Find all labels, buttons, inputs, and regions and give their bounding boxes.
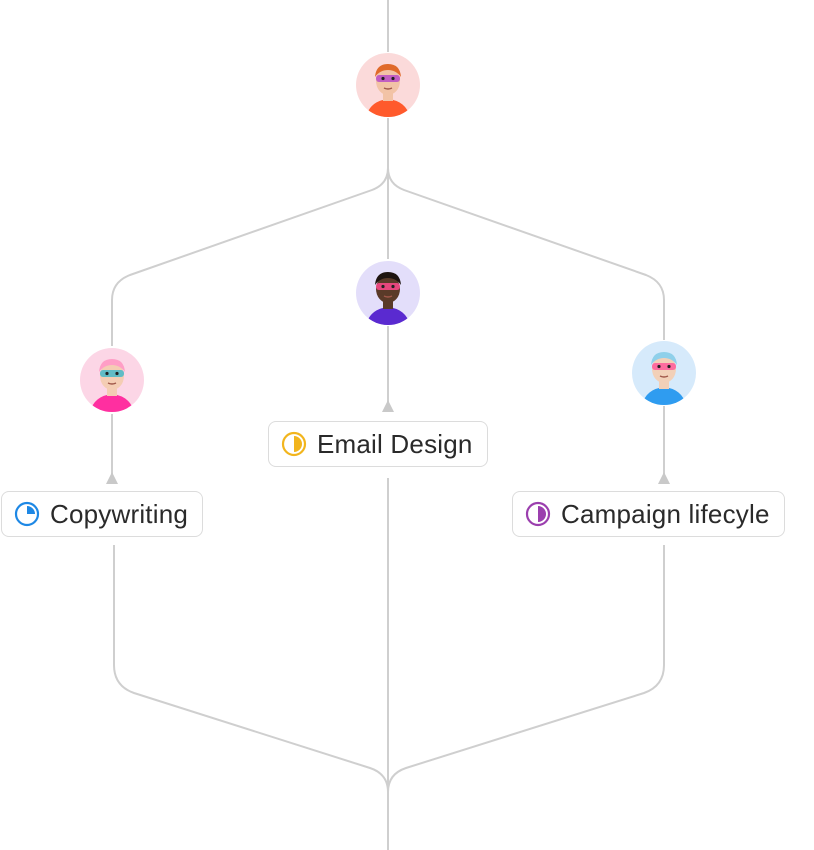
task-copywriting[interactable]: Copywriting bbox=[1, 491, 204, 537]
connector-branch-right bbox=[387, 167, 665, 340]
reviewer-avatar-campaign[interactable] bbox=[632, 341, 696, 405]
reviewer-avatar-copywriting[interactable] bbox=[80, 348, 144, 412]
task-label: Email Design bbox=[317, 428, 473, 459]
reviewer-avatar-email-design[interactable] bbox=[356, 261, 420, 325]
avatar-portrait bbox=[632, 341, 696, 405]
arrow-right bbox=[658, 472, 670, 484]
connector-branch-left bbox=[111, 167, 389, 346]
avatar-portrait bbox=[356, 53, 420, 117]
progress-half-icon bbox=[281, 431, 307, 457]
progress-half-icon bbox=[525, 501, 551, 527]
arrow-center bbox=[382, 400, 394, 412]
task-campaign-lifecycle[interactable]: Campaign lifecyle bbox=[512, 491, 785, 537]
owner-avatar[interactable] bbox=[356, 53, 420, 117]
arrow-left bbox=[106, 472, 118, 484]
task-label: Copywriting bbox=[50, 498, 189, 529]
avatar-portrait bbox=[356, 261, 420, 325]
avatar-portrait bbox=[80, 348, 144, 412]
progress-quarter-icon bbox=[14, 501, 40, 527]
task-email-design[interactable]: Email Design bbox=[268, 421, 488, 467]
connector-merge-right bbox=[387, 545, 665, 793]
connector-merge-left bbox=[113, 545, 389, 793]
task-label: Campaign lifecyle bbox=[561, 498, 770, 529]
